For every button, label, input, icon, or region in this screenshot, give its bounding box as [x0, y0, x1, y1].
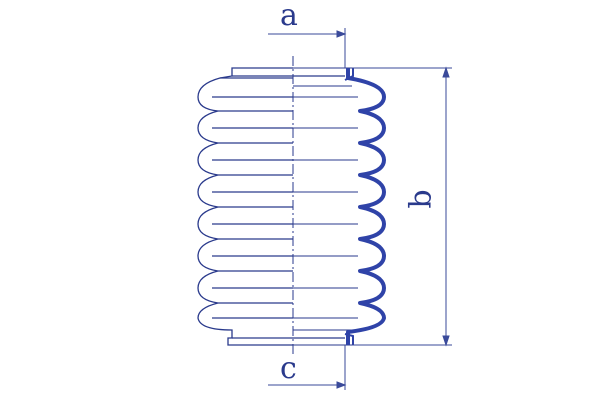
section-interior — [293, 67, 358, 346]
dimension-label-b: b — [403, 189, 439, 209]
boot-outline — [197, 67, 345, 346]
bellows-wall-inner — [344, 68, 354, 345]
bellows-wall-section — [346, 68, 386, 345]
dimension-b — [352, 66, 452, 347]
dimension-label-c: c — [280, 351, 297, 386]
dimension-label-a: a — [280, 0, 298, 33]
dimension-a — [268, 28, 347, 68]
boot-left-profile — [197, 67, 293, 346]
dimension-c — [268, 345, 347, 390]
